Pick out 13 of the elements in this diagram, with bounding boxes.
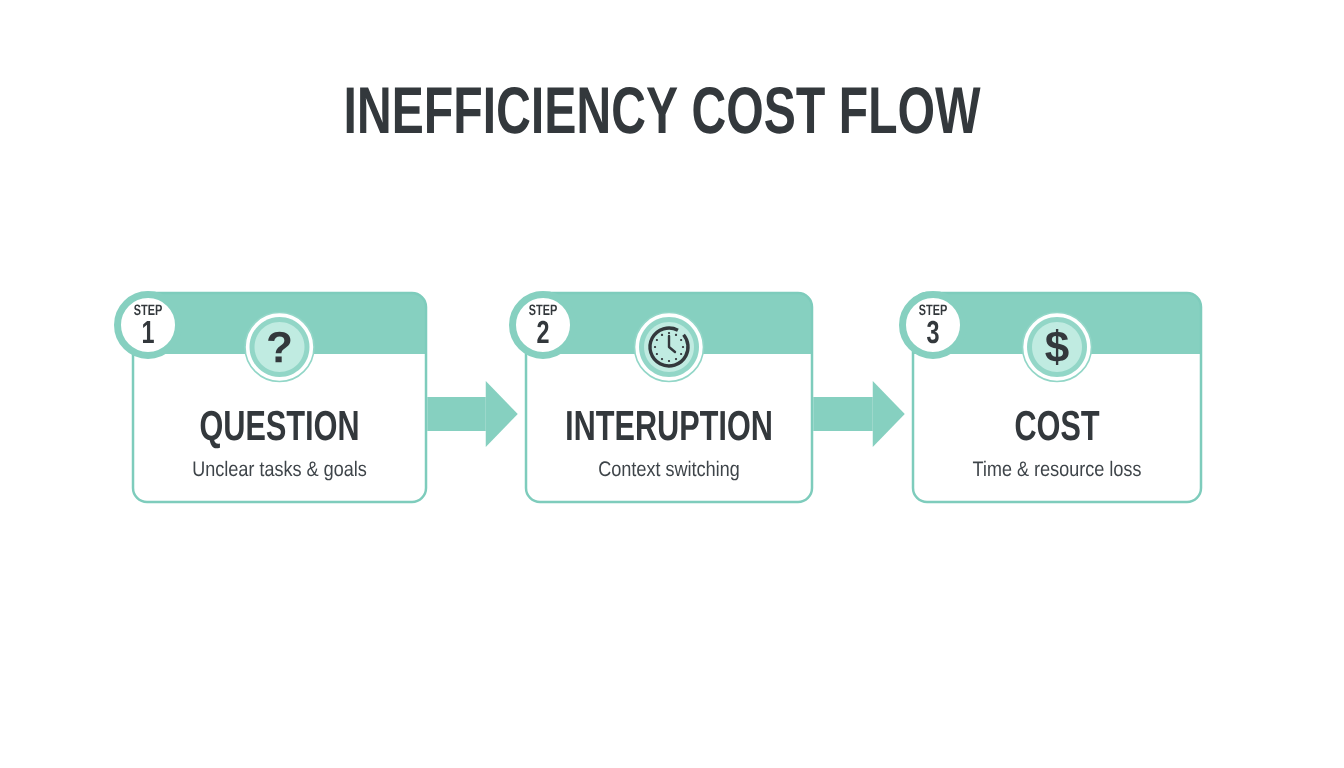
step-description: Context switching <box>599 460 739 481</box>
step-title: COST <box>1015 410 1100 441</box>
title: INEFFICIENCY COST FLOW <box>346 86 981 134</box>
step-description: Unclear tasks & goals <box>193 460 367 481</box>
step-badge: STEP 3 <box>899 291 967 359</box>
step-title: QUESTION <box>200 410 358 449</box>
arrow <box>427 381 518 447</box>
step-title: INTERUPTION <box>567 410 771 441</box>
step-description: Time & resource loss <box>972 460 1141 477</box>
step-badge: STEP 1 <box>114 291 182 359</box>
clock-icon <box>633 311 705 383</box>
arrow <box>813 381 905 447</box>
step-badge: STEP 2 <box>509 291 577 359</box>
